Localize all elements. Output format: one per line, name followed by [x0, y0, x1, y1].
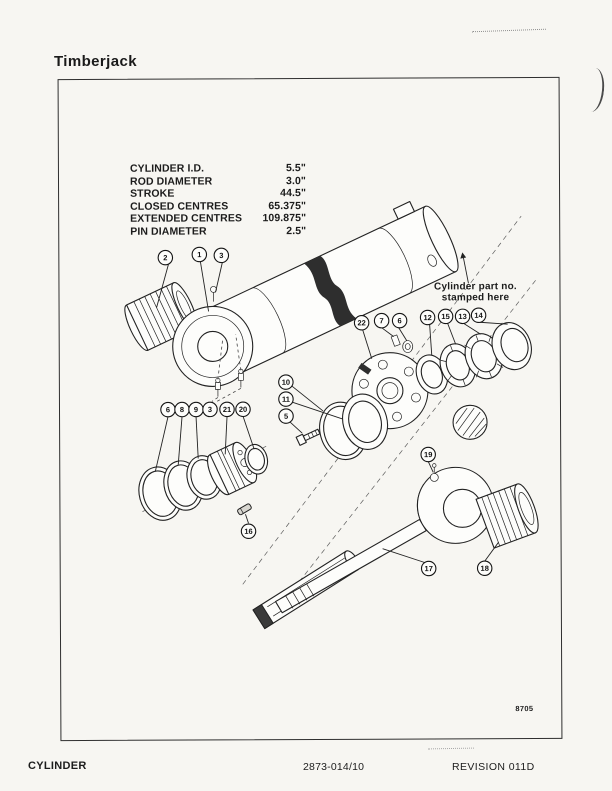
- callout-balloon: 3: [202, 401, 218, 418]
- svg-text:16: 16: [244, 527, 252, 536]
- hatched-part: [452, 404, 488, 440]
- spec-value: 109.875": [262, 212, 307, 225]
- callout-balloon: 21: [219, 401, 235, 418]
- callout-balloon: 13: [454, 308, 471, 325]
- scan-artifact-binding-curve: [583, 67, 607, 113]
- svg-text:11: 11: [282, 395, 290, 404]
- callout-balloon: 16: [240, 523, 257, 540]
- callout-balloons: 2 1 3 22 7 6 12 15 13 14 6 8 9 3 21 20 1…: [157, 246, 493, 577]
- piston-group: [138, 441, 269, 521]
- svg-text:14: 14: [474, 311, 483, 320]
- bolt: [295, 428, 321, 446]
- callout-balloon: 1: [191, 246, 208, 263]
- callout-balloon: 6: [391, 312, 408, 329]
- svg-text:6: 6: [166, 405, 170, 414]
- callout-balloon: 19: [420, 446, 436, 463]
- callout-balloon: 11: [278, 391, 294, 407]
- callout-balloon: 14: [470, 307, 487, 324]
- svg-text:3: 3: [208, 405, 212, 414]
- gland-seal-rings: [415, 322, 532, 395]
- spec-table: CYLINDER I.D. 5.5" ROD DIAMETER 3.0" STR…: [129, 162, 307, 238]
- svg-text:15: 15: [441, 312, 449, 321]
- callout-balloon: 12: [419, 309, 436, 326]
- svg-text:13: 13: [458, 312, 466, 321]
- callout-balloon: 17: [420, 560, 437, 577]
- spec-value: 2.5": [286, 224, 307, 237]
- spec-label: CLOSED CENTRES: [130, 199, 229, 213]
- svg-text:7: 7: [380, 316, 384, 325]
- svg-text:2: 2: [163, 253, 167, 262]
- footer-document-number: 2873-014/10: [303, 761, 365, 773]
- spec-label: CYLINDER I.D.: [129, 162, 205, 175]
- callout-balloon: 18: [476, 560, 493, 576]
- callout-balloon: 7: [373, 312, 390, 329]
- callout-balloon: 22: [353, 315, 370, 331]
- svg-text:10: 10: [282, 378, 290, 387]
- scan-artifact-dots: [427, 747, 475, 750]
- annotation-arrow: [460, 252, 469, 284]
- callout-balloon: 9: [188, 401, 204, 418]
- svg-text:20: 20: [239, 405, 247, 414]
- stamp-annotation: Cylinder part no. stamped here: [419, 281, 531, 303]
- figure-number: 8705: [515, 704, 534, 714]
- callout-balloon: 5: [278, 408, 294, 424]
- flange-small-parts: [390, 334, 414, 353]
- svg-text:22: 22: [357, 318, 365, 327]
- svg-text:12: 12: [423, 313, 431, 322]
- spec-value: 44.5": [280, 187, 307, 200]
- svg-text:17: 17: [425, 564, 433, 573]
- pin: [237, 503, 252, 516]
- callout-balloon: 6: [160, 401, 176, 418]
- footer-section-title: CYLINDER: [28, 760, 87, 772]
- svg-text:3: 3: [219, 251, 223, 260]
- svg-text:21: 21: [223, 405, 231, 414]
- callout-balloon: 8: [174, 401, 190, 418]
- spec-label: EXTENDED CENTRES: [130, 212, 243, 225]
- spec-value: 5.5": [285, 162, 306, 175]
- callout-balloon: 3: [213, 247, 230, 264]
- callout-balloon: 20: [235, 401, 251, 418]
- callout-balloon: 2: [157, 249, 174, 266]
- spec-label: STROKE: [130, 187, 175, 200]
- footer-revision: REVISION 011D: [452, 761, 535, 773]
- svg-text:8: 8: [180, 405, 184, 414]
- svg-text:5: 5: [284, 412, 288, 421]
- spec-value: 65.375": [268, 199, 307, 212]
- svg-text:9: 9: [194, 405, 198, 414]
- svg-text:6: 6: [398, 316, 402, 325]
- callout-balloon: 10: [278, 374, 294, 390]
- cylinder-barrel: [204, 200, 459, 377]
- rod-seal-rings: [319, 393, 389, 461]
- svg-text:18: 18: [481, 564, 489, 573]
- svg-text:19: 19: [424, 450, 432, 459]
- cylinder-exploded-diagram: 2 1 3 22 7 6 12 15 13 14 6 8 9 3 21 20 1…: [124, 200, 539, 630]
- barrel-eye: [172, 286, 254, 387]
- rod-assembly: [274, 463, 539, 614]
- callout-balloon: 15: [437, 308, 454, 325]
- spec-label: ROD DIAMETER: [129, 174, 213, 188]
- grease-fittings: [211, 334, 244, 402]
- brand-title: Timberjack: [54, 53, 137, 70]
- scan-artifact-dots: [472, 28, 546, 33]
- callout-leader-lines: [154, 261, 508, 563]
- svg-text:1: 1: [197, 250, 201, 259]
- spec-value: 3.0": [285, 174, 307, 187]
- stamp-annotation-line2: stamped here: [441, 292, 510, 304]
- spec-label: PIN DIAMETER: [130, 224, 207, 238]
- stamp-annotation-line1: Cylinder part no.: [434, 281, 517, 293]
- figure-frame: 2 1 3 22 7 6 12 15 13 14 6 8 9 3 21 20 1…: [57, 76, 563, 742]
